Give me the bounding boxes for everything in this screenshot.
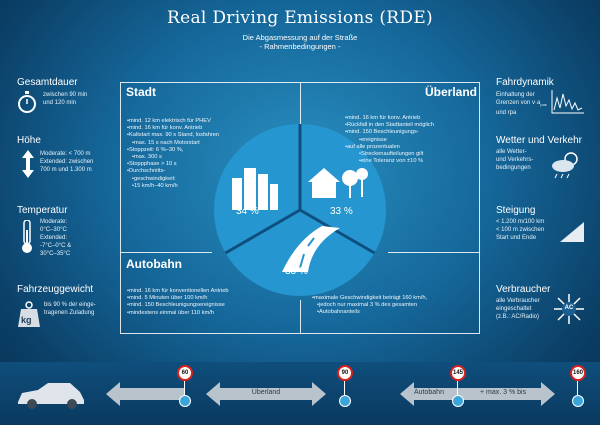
page-title: Real Driving Emissions (RDE) <box>167 8 433 28</box>
weight-icon: kg <box>18 301 40 332</box>
temperatur-text: Moderate: 0°C–30°C Extended: -7°C–0°C & … <box>40 219 72 257</box>
stadt-list: mind. 12 km elektrisch für PHEV mind. 16… <box>127 118 247 190</box>
speed-sign-145: 145 <box>450 365 466 381</box>
stopwatch-icon <box>17 91 37 118</box>
temperatur-heading: Temperatur <box>17 205 68 216</box>
steigung-heading: Steigung <box>496 205 536 216</box>
location-pin-icon <box>339 395 351 407</box>
autobahn-title: Autobahn <box>126 257 182 271</box>
thermometer-icon <box>20 219 34 259</box>
fahrzeuggewicht-heading: Fahrzeuggewicht <box>17 284 94 295</box>
share-pie <box>212 122 388 303</box>
weight-badge-label: kg <box>21 315 32 325</box>
stadt-percent: 34 % <box>236 206 259 217</box>
autobahn-percent: 33 % <box>285 266 308 277</box>
slope-icon <box>560 222 584 247</box>
gesamtdauer-text: zwischen 90 min und 120 min <box>43 92 88 106</box>
autobahn-list-left: mind. 16 km für konventionellen Antrieb … <box>127 288 292 317</box>
speed-sign-60: 60 <box>177 365 193 381</box>
ac-label: AC <box>564 305 574 311</box>
fahrzeuggewicht-text: bis 90 % der einge- tragenen Zuladung <box>44 302 96 316</box>
stadt-title: Stadt <box>126 85 156 99</box>
location-pin-icon <box>179 395 191 407</box>
wetter-text: alle Wetter- und Verkehrs- bedingungen <box>496 149 534 171</box>
arrow-left-1 <box>106 382 184 411</box>
hoehe-text: Moderate: < 700 m Extended: zwischen 700… <box>40 151 94 173</box>
panel-divider-left <box>120 252 212 253</box>
hoehe-heading: Höhe <box>17 135 41 146</box>
location-pin-icon <box>452 395 464 407</box>
steigung-text: < 1.200 m/100 km < 100 m zwischen Start … <box>496 219 545 241</box>
fahrdynamik-text: Einhaltung der Grenzen von v·apos und rp… <box>496 92 547 117</box>
fahrdynamik-heading: Fahrdynamik <box>496 77 554 88</box>
snowflake-ac-icon: AC <box>553 293 585 330</box>
autobahn-arrow: Autobahn + max. 3 % bis <box>400 382 555 411</box>
speed-sign-90: 90 <box>337 365 353 381</box>
altitude-arrow-icon <box>22 150 34 183</box>
autobahn-list-right: maximale Geschwindigkeit beträgt 160 km/… <box>312 295 477 317</box>
panel-divider-bottom <box>300 300 301 334</box>
speed-marker-145: 145 <box>450 365 466 407</box>
autobahn-max-label: + max. 3 % bis <box>480 389 527 396</box>
ueberland-list: mind. 16 km für konv. Antrieb Rückfall i… <box>345 115 475 165</box>
speed-marker-160: 160 <box>570 365 586 407</box>
weather-cloud-icon <box>549 150 581 185</box>
ueberland-title: Überland <box>425 85 478 99</box>
verbraucher-heading: Verbraucher <box>496 284 551 295</box>
gesamtdauer-heading: Gesamtdauer <box>17 77 78 88</box>
dynamics-graph-icon <box>551 88 585 119</box>
ueberland-percent: 33 % <box>330 206 353 217</box>
ueberland-arrow: Überland <box>206 382 326 411</box>
panel-divider-right <box>388 252 480 253</box>
speed-marker-60: 60 <box>177 365 193 407</box>
panel-divider-top <box>300 82 301 152</box>
ueberland-arrow-label: Überland <box>251 389 281 396</box>
speed-marker-90: 90 <box>337 365 353 407</box>
page-subtitle: Die Abgasmessung auf der Straße - Rahmen… <box>242 33 358 51</box>
speed-sign-160: 160 <box>570 365 586 381</box>
verbraucher-text: alle Verbraucher eingeschaltet (z.B.: AC… <box>496 298 540 320</box>
car-icon <box>16 380 86 415</box>
autobahn-arrow-label: Autobahn <box>414 389 444 396</box>
location-pin-icon <box>572 395 584 407</box>
wetter-heading: Wetter und Verkehr <box>496 135 582 146</box>
